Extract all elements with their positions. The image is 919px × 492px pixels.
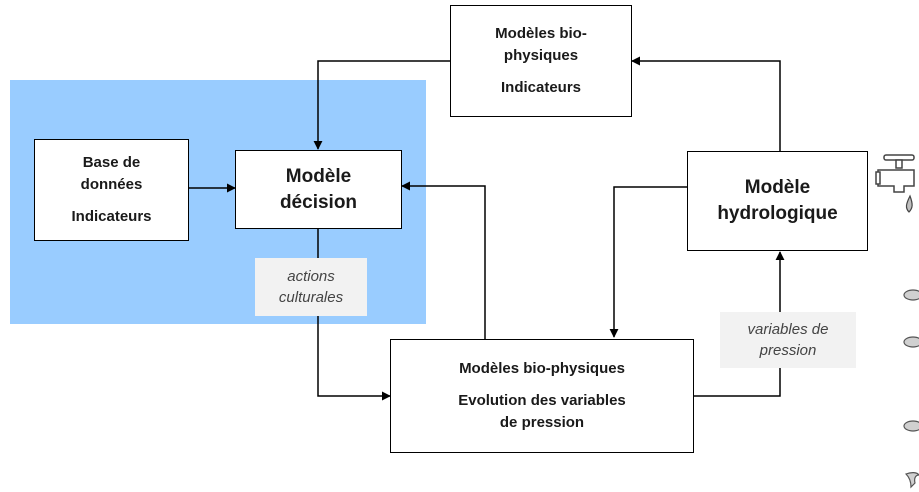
water-drop-icon	[903, 420, 919, 432]
database-line3: Indicateurs	[71, 208, 152, 225]
hydro-line1: Modèle	[744, 177, 811, 198]
pressure-label: variables de pression	[720, 312, 856, 368]
database-line2: données	[80, 176, 143, 193]
biophys-top-line1: Modèles bio-	[495, 25, 587, 42]
actions-line2: culturales	[278, 289, 344, 306]
biophys-top-line3: Indicateurs	[500, 79, 582, 96]
arrow-biophys-to-decision	[313, 60, 450, 150]
water-drop-icon	[903, 289, 919, 301]
arrow-hydro-to-biophys-top	[631, 56, 781, 151]
decision-line1: Modèle	[285, 165, 352, 187]
water-drop-icon	[903, 336, 919, 348]
decision-line2: décision	[279, 191, 358, 213]
biophys-top-line2: physiques	[503, 47, 579, 64]
actions-line1: actions	[287, 268, 335, 285]
actions-label: actions culturales	[255, 258, 367, 316]
biophys-bottom-line2: Evolution des variables	[458, 392, 626, 409]
biophys-bottom-line1: Modèles bio-physiques	[459, 360, 625, 377]
biophys-bottom-line3: de pression	[499, 414, 585, 431]
arrow-biophys-bottom-to-decision	[401, 181, 486, 339]
decision-box: Modèle décision	[235, 150, 402, 229]
biophys-top-box: Modèles bio- physiques Indicateurs	[450, 5, 632, 117]
database-line1: Base de	[82, 154, 141, 171]
arrow-biophys-bottom-to-hydro	[694, 251, 785, 397]
database-box: Base de données Indicateurs	[34, 139, 189, 241]
pressure-line1: variables de	[747, 321, 829, 338]
hydro-line2: hydrologique	[717, 203, 838, 224]
biophys-bottom-box: Modèles bio-physiques Evolution des vari…	[390, 339, 694, 453]
pressure-line2: pression	[759, 342, 817, 359]
faucet-icon	[875, 154, 915, 213]
water-drop-icon	[904, 472, 919, 489]
hydro-box: Modèle hydrologique	[687, 151, 868, 251]
arrow-hydro-to-biophys-bottom	[609, 186, 687, 338]
